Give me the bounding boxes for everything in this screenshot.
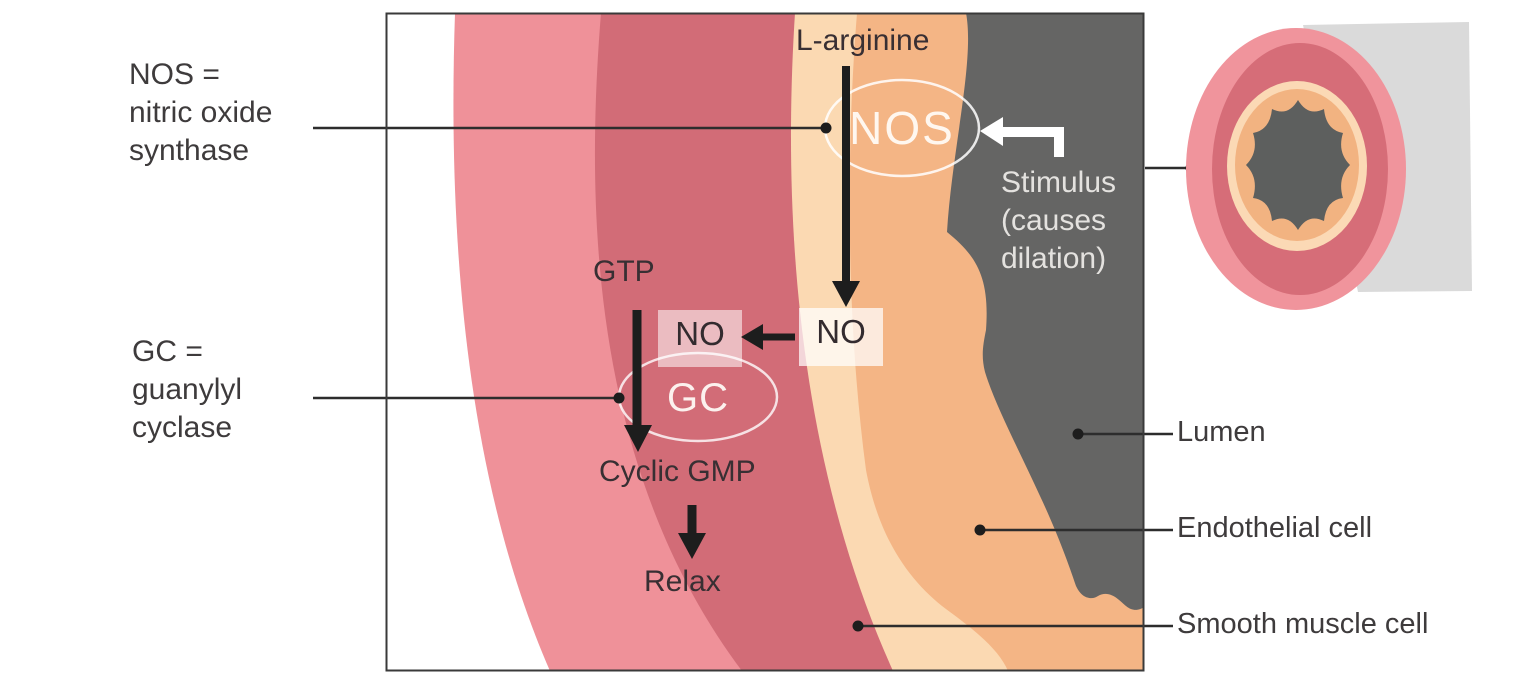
vessel-cross-section [1186,22,1472,310]
stimulus-label: Stimulus (causes dilation) [1001,166,1117,275]
relax-label: Relax [644,565,721,598]
gtp-label: GTP [593,255,655,288]
l-arginine-arrowhead [832,281,860,307]
lumen-leader-dot [1072,428,1084,440]
l-arginine-label: L-arginine [796,24,930,57]
gc-leader-dot [613,392,625,404]
lumen-label: Lumen [1177,416,1266,448]
nos-leader-dot [820,122,832,134]
vessel-lumen-hole [1246,100,1350,230]
smooth-muscle-leader-dot [852,620,864,632]
no-transfer-arrowhead [741,324,763,350]
endothelial-leader-dot [974,524,986,536]
leader-lines [313,126,1191,628]
no-box-smooth-muscle [658,310,742,367]
nos-enzyme-label: NOS [849,102,955,154]
cyclic-gmp-label: Cyclic GMP [599,455,756,488]
vessel-wall-layers [386,13,1144,671]
gc-definition-annotation: GC = guanylyl cyclase [132,335,243,444]
diagram-box-border [385,12,1145,672]
lumen-region [947,13,1144,610]
nos-definition-annotation: NOS = nitric oxide synthase [129,58,273,167]
pathway-arrows [624,66,860,559]
gc-enzyme-label: GC [667,376,729,420]
no-smooth-muscle-label: NO [675,315,725,352]
smooth-muscle-cell-label: Smooth muscle cell [1177,608,1429,640]
cgmp-arrowhead [678,533,706,559]
gtp-arrowhead [624,425,652,452]
stimulus-arrow-shaft [1000,127,1064,157]
no-box-endothelial [799,308,883,366]
no-endothelial-label: NO [816,313,866,350]
stimulus-arrowhead [980,117,1003,146]
endothelial-cell-label: Endothelial cell [1177,512,1373,544]
